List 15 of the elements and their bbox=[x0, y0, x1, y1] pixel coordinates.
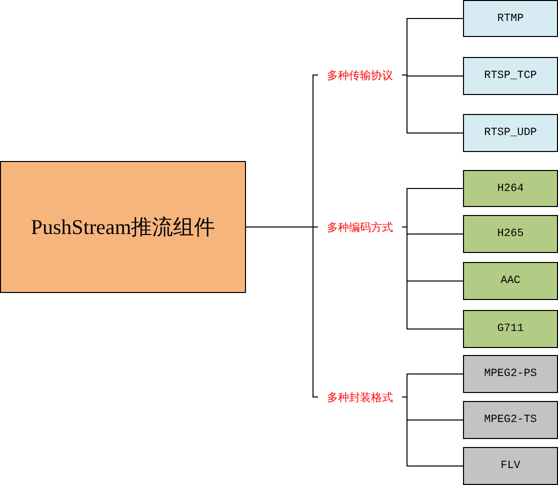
item-box: H265 bbox=[463, 215, 558, 253]
component-box: PushStream推流组件 bbox=[0, 161, 246, 293]
item-box: RTSP_TCP bbox=[463, 57, 558, 95]
connector-line bbox=[402, 74, 464, 134]
item-box: AAC bbox=[463, 262, 558, 300]
connector-line bbox=[402, 226, 464, 330]
item-box: FLV bbox=[463, 447, 558, 485]
item-box: RTSP_UDP bbox=[463, 114, 558, 152]
item-box: H264 bbox=[463, 170, 558, 207]
connector-line bbox=[246, 226, 318, 398]
connector-line bbox=[402, 396, 464, 466]
item-box: MPEG2-PS bbox=[463, 355, 558, 393]
item-box: G711 bbox=[463, 310, 558, 348]
item-box: RTMP bbox=[463, 0, 558, 37]
item-box: MPEG2-TS bbox=[463, 401, 558, 439]
